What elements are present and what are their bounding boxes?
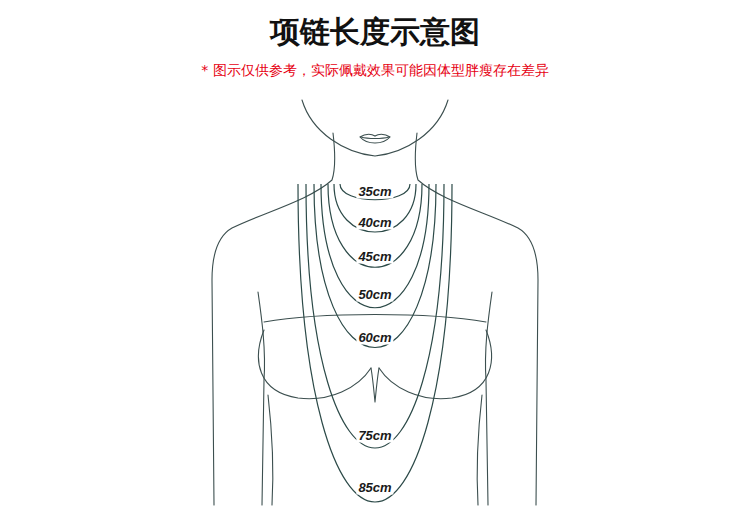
necklace-40 (334, 184, 416, 232)
length-label: 40cm (356, 215, 393, 230)
neck-right (415, 133, 538, 505)
lips-line (361, 137, 389, 139)
face-outline (302, 100, 448, 156)
length-label: 50cm (356, 287, 393, 302)
torso-side-right (477, 395, 482, 505)
necklace-60 (314, 184, 436, 348)
lips (360, 134, 390, 143)
neck-left (212, 133, 335, 505)
necklace-45 (328, 184, 422, 267)
cleavage (371, 368, 379, 402)
torso-side-left (268, 395, 273, 505)
armpit-right (485, 292, 492, 505)
necklace-50 (321, 184, 429, 308)
armpit-left (258, 292, 265, 505)
length-label: 45cm (356, 249, 393, 264)
length-label: 35cm (356, 184, 393, 199)
bust-band (264, 315, 486, 323)
length-label: 75cm (356, 428, 393, 443)
title: 项链长度示意图 (270, 12, 480, 53)
necklace-85 (298, 184, 452, 502)
necklace-75 (306, 184, 444, 448)
breast-left (258, 330, 371, 399)
necklace-35 (340, 184, 410, 200)
caption: * 图示仅供参考，实际佩戴效果可能因体型胖瘦存在差异 (201, 62, 548, 80)
length-label: 60cm (356, 330, 393, 345)
breast-right (379, 330, 492, 399)
length-label: 85cm (356, 480, 393, 495)
